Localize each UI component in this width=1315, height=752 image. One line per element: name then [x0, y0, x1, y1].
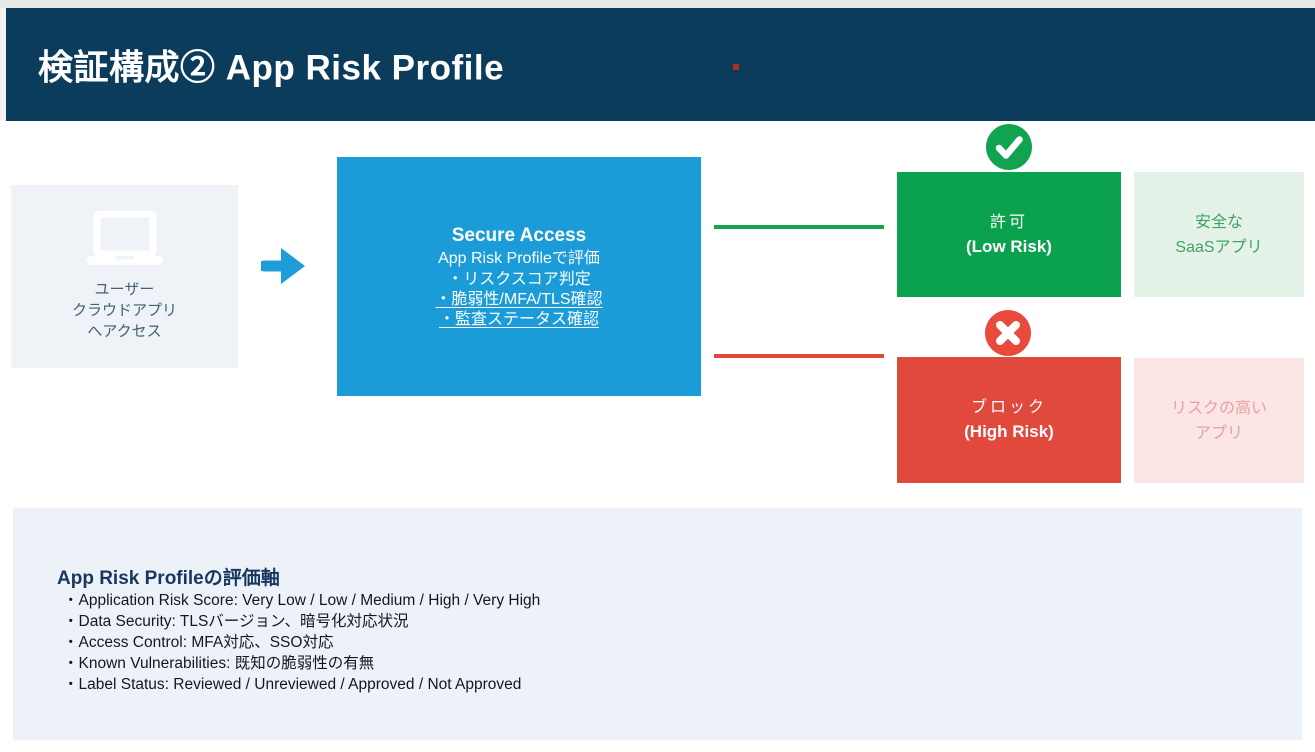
- block-label-en: (High Risk): [964, 422, 1054, 441]
- top-margin-strip: [0, 0, 1315, 8]
- secure-access-bullet: ・脆弱性/MFA/TLS確認: [435, 290, 603, 308]
- user-access-line: へアクセス: [87, 323, 162, 340]
- user-access-box: ユーザー クラウドアプリ へアクセス: [11, 185, 238, 368]
- secure-access-subtitle: App Risk Profileで評価: [438, 249, 600, 267]
- block-connector-line: [714, 354, 884, 358]
- secure-access-bullet: ・監査ステータス確認: [438, 310, 599, 328]
- user-access-line: クラウドアプリ: [71, 302, 177, 319]
- secure-access-bullet: ・リスクスコア判定: [447, 270, 591, 288]
- safe-apps-line: 安全な: [1194, 213, 1243, 231]
- allow-label-jp: 許可: [989, 213, 1028, 231]
- secure-access-box: Secure Access App Risk Profileで評価 ・リスクスコ…: [337, 157, 701, 396]
- criteria-item: ・Label Status: Reviewed / Unreviewed / A…: [63, 676, 522, 693]
- allow-connector-line: [714, 225, 884, 229]
- criteria-item: ・Application Risk Score: Very Low / Low …: [63, 592, 541, 609]
- secure-access-title: Secure Access: [451, 224, 587, 246]
- block-high-risk-box: ブロック (High Risk): [897, 357, 1121, 483]
- check-circle-icon: [986, 124, 1032, 170]
- risky-apps-box: リスクの高い アプリ: [1134, 358, 1304, 483]
- slide-header: 検証構成② App Risk Profile: [6, 8, 1315, 121]
- user-access-line: ユーザー: [94, 281, 155, 298]
- user-access-label: ユーザー クラウドアプリ へアクセス: [72, 279, 177, 342]
- allow-low-risk-box: 許可 (Low Risk): [897, 172, 1121, 297]
- block-label-jp: ブロック: [970, 399, 1047, 416]
- page-title: 検証構成② App Risk Profile: [38, 48, 505, 87]
- safe-saas-apps-box: 安全な SaaSアプリ: [1134, 172, 1304, 297]
- red-dot: [733, 64, 739, 70]
- risky-apps-line: アプリ: [1194, 424, 1243, 442]
- laptop-icon: [86, 211, 163, 265]
- flow-arrow-icon: [261, 248, 305, 284]
- criteria-list: ・Application Risk Score: Very Low / Low …: [63, 590, 540, 695]
- cross-circle-icon: [985, 310, 1031, 356]
- criteria-heading: App Risk Profileの評価軸: [57, 568, 280, 589]
- criteria-item: ・Data Security: TLSバージョン、暗号化対応状況: [63, 613, 409, 630]
- criteria-item: ・Access Control: MFA対応、SSO対応: [63, 634, 334, 651]
- allow-label-en: (Low Risk): [966, 236, 1052, 256]
- risky-apps-line: リスクの高い: [1170, 399, 1267, 417]
- criteria-item: ・Known Vulnerabilities: 既知の脆弱性の有無: [63, 655, 375, 672]
- left-margin-strip: [0, 8, 6, 121]
- criteria-panel: App Risk Profileの評価軸 ・Application Risk S…: [13, 508, 1302, 740]
- safe-apps-line: SaaSアプリ: [1175, 238, 1263, 256]
